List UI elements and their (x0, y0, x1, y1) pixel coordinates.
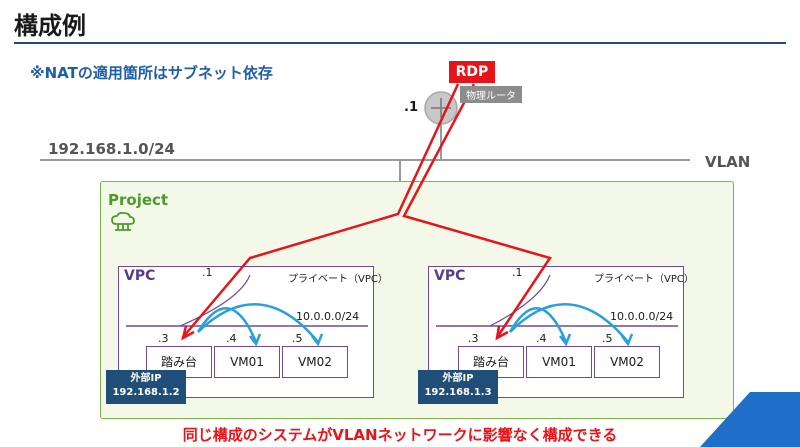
vpc1-private-label: プライベート（VPC） (288, 274, 388, 285)
vpc2-vm-ip-3: .5 (602, 332, 613, 345)
vpc1-router-ip: .1 (202, 266, 213, 279)
corner-decoration (700, 392, 800, 447)
title-divider (14, 42, 786, 44)
vpc1-vm-ip-1: .3 (158, 332, 169, 345)
nat-note: ※NATの適用箇所はサブネット依存 (30, 64, 273, 82)
vpc-label-1: VPC (124, 268, 156, 284)
vpc1-arrow-vm01 (196, 307, 258, 343)
vpc1-external-ip-title: 外部IP (130, 373, 162, 384)
vpc2-subnet: 10.0.0.0/24 (610, 310, 674, 323)
vpc2-vm-vm01: VM01 (526, 346, 592, 378)
vpc2-external-ip-badge: 外部IP 192.168.1.3 (418, 370, 498, 404)
vpc2-router-ip: .1 (512, 266, 523, 279)
vlan-label: VLAN (705, 153, 751, 171)
vpc1-vm-vm01: VM01 (214, 346, 280, 378)
vpc1-vm-ip-2: .4 (226, 332, 237, 345)
vpc1-external-ip: 192.168.1.2 (112, 387, 180, 398)
physical-router-ip: .1 (404, 100, 418, 115)
vpc2-vm-ip-1: .3 (468, 332, 479, 345)
page-title: 構成例 (14, 12, 86, 40)
rdp-path-right (402, 83, 552, 337)
vpc2-vm-vm02: VM02 (594, 346, 660, 378)
network-cidr: 192.168.1.0/24 (48, 140, 175, 158)
vpc2-private-label: プライベート（VPC） (594, 274, 694, 285)
vpc1-vm-ip-3: .5 (292, 332, 303, 345)
physical-router-tag: 物理ルータ (460, 86, 522, 103)
rdp-path-left (183, 83, 460, 337)
vpc2-arrow-vm02 (509, 303, 629, 343)
cloud-network-icon (111, 212, 135, 231)
vpc2-vm-ip-2: .4 (536, 332, 547, 345)
vpc-label-2: VPC (434, 268, 466, 284)
rdp-badge: RDP (449, 61, 495, 83)
vpc1-vm-vm02: VM02 (282, 346, 348, 378)
vpc2-arrow-vm01 (508, 307, 568, 343)
footer-caption: 同じ構成のシステムがVLANネットワークに影響なく構成できる (182, 426, 618, 444)
project-label: Project (108, 191, 169, 209)
vpc2-external-ip-title: 外部IP (442, 373, 474, 384)
vpc1-arrow-vm02 (197, 303, 319, 343)
vpc1-external-ip-badge: 外部IP 192.168.1.2 (106, 370, 186, 404)
vpc2-external-ip: 192.168.1.3 (424, 387, 492, 398)
vpc1-subnet: 10.0.0.0/24 (296, 310, 360, 323)
